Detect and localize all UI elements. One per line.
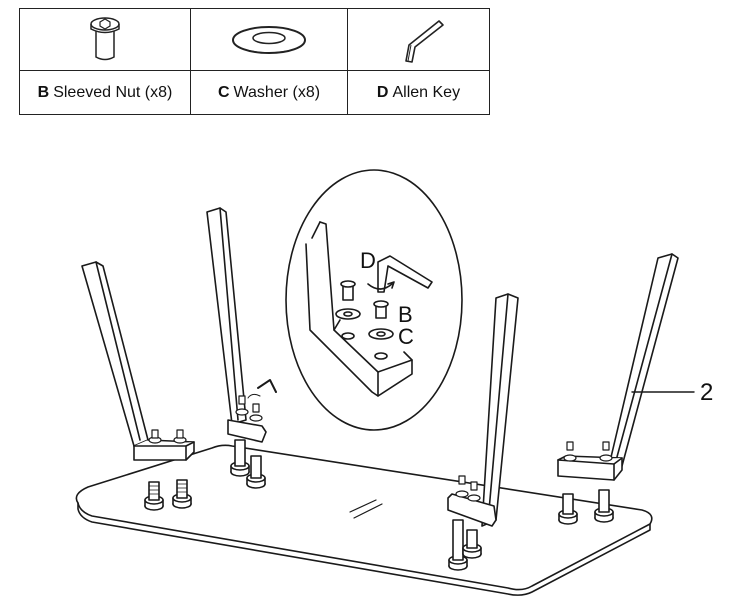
bolt-bl-1 — [230, 439, 250, 477]
bolt-fr-2 — [462, 529, 482, 559]
callout-number: 2 — [700, 379, 713, 406]
leg-back-left — [206, 207, 267, 443]
tabletop — [75, 444, 653, 596]
part-c-letter: C — [217, 83, 230, 101]
part-d-name: Allen Key — [392, 83, 461, 101]
leg-back-right — [557, 253, 679, 481]
part-c-icon-cell — [191, 9, 348, 71]
detail-callout — [285, 169, 463, 431]
detail-label-d: D — [360, 248, 376, 273]
part-c-name: Washer (x8) — [233, 83, 321, 101]
detail-label-c: C — [398, 324, 414, 349]
bolt-fr-1 — [448, 519, 468, 571]
parts-table: B Sleeved Nut (x8) C Washer (x8) D Allen… — [19, 8, 490, 115]
part-d-letter: D — [376, 83, 389, 101]
bolt-br-1 — [558, 493, 578, 525]
sleeved-nut-icon — [90, 16, 120, 60]
bolt-bl-2 — [246, 455, 266, 489]
tabletop-bolts — [144, 439, 614, 571]
part-c-label: C Washer (x8) — [191, 71, 348, 114]
part-b-label: B Sleeved Nut (x8) — [20, 71, 191, 114]
part-d-icon-cell — [348, 9, 489, 71]
allen-key-icon — [404, 19, 444, 63]
bolt-fl-2 — [172, 479, 192, 509]
washer-icon — [232, 25, 306, 54]
bracket-hardware — [148, 379, 613, 502]
part-d-label: D Allen Key — [348, 71, 489, 114]
part-b-icon-cell — [20, 9, 191, 71]
part-b-name: Sleeved Nut (x8) — [53, 83, 173, 101]
bolt-br-2 — [594, 489, 614, 523]
leg-front-right — [447, 293, 519, 527]
bolt-fl-1 — [144, 481, 164, 511]
part-b-letter: B — [37, 83, 50, 101]
detail-label-b: B — [398, 302, 413, 327]
